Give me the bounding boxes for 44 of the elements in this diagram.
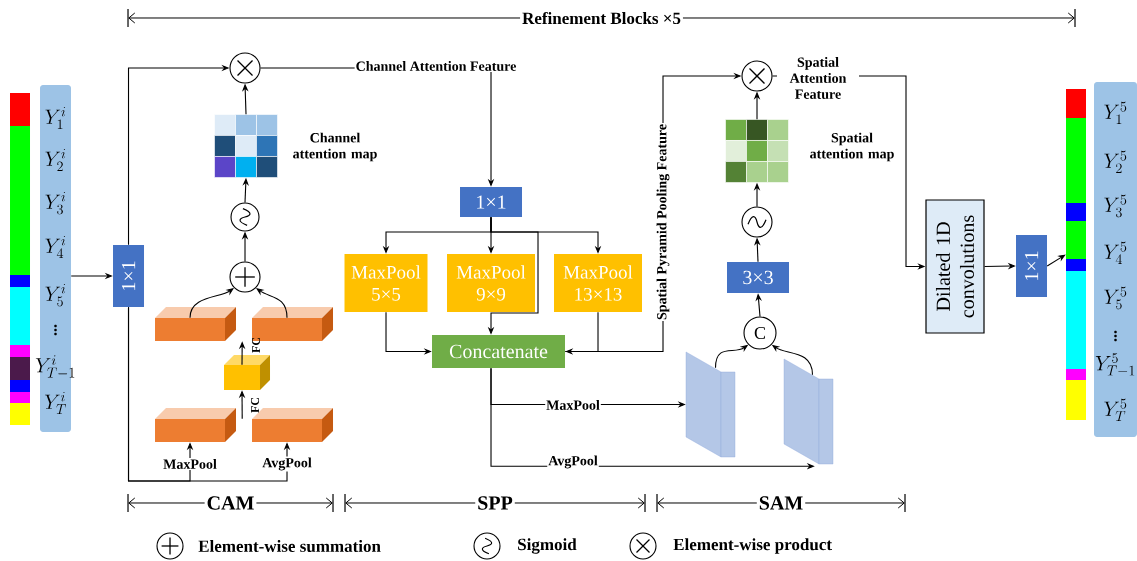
feature-slab	[685, 351, 736, 458]
edge-label: MaxPool	[162, 458, 218, 470]
edge-label: Spatial Attention Feature	[777, 56, 859, 100]
color-bar	[10, 93, 30, 425]
edge-label: MaxPool	[545, 399, 601, 411]
sigmoid-circle	[741, 206, 773, 238]
feature-column: $Y_{1}^{5}$ $Y_{2}^{5}$ $Y_{3}^{5}$ $Y_{4}^{5}$ $Y_{5}^{5}$ $\vdots$ $Y_{T-1}^{5}$ $Y_{T}^{5}$	[1094, 82, 1137, 437]
arrow	[1046, 254, 1066, 267]
process-box: 1×1	[113, 245, 144, 307]
process-box: MaxPool 5×5	[344, 254, 428, 312]
feature-block	[155, 307, 236, 341]
map-caption: Channel attention map	[293, 132, 377, 162]
feature-column: $Y_{1}^{i}$ $Y_{2}^{i}$ $Y_{3}^{i}$ $Y_{4}^{i}$ $Y_{5}^{i}$ $\vdots$ $Y_{T-1}^{i}$ $Y_{T}^{i}$	[35, 85, 75, 432]
process-box: Concatenate	[432, 335, 565, 368]
edge-label: Channel Attention Feature	[354, 60, 518, 72]
process-box: MaxPool 9×9	[447, 254, 535, 312]
product-circle	[229, 52, 261, 84]
summation-circle	[229, 261, 261, 293]
dimension-label: SAM	[756, 496, 806, 510]
edge-label: FC	[251, 337, 261, 353]
color-bar	[1066, 89, 1086, 420]
arrow	[256, 288, 288, 319]
legend-text: Element-wise summation	[198, 540, 381, 552]
process-box: MaxPool 13×13	[554, 254, 642, 312]
dimension-label: SPP	[475, 496, 515, 510]
feature-block	[224, 355, 270, 390]
process-box: 1×1	[1016, 235, 1047, 297]
process-box: 1×1	[460, 187, 522, 217]
edge-label: AvgPool	[547, 454, 599, 470]
feature-block	[155, 408, 236, 442]
process-box: 3×3	[727, 262, 789, 293]
feature-slab	[783, 358, 834, 465]
legend-text: Element-wise product	[673, 538, 832, 554]
arrow	[189, 288, 234, 319]
process-box: Dilated 1D convolutions	[925, 199, 985, 334]
edge-label: AvgPool	[261, 456, 313, 472]
sigmoid-circle	[230, 202, 260, 232]
product-circle	[741, 60, 773, 92]
legend-text: Sigmoid	[518, 538, 577, 554]
edge-label: Spatial Pyramid Pooling Feature	[655, 122, 671, 322]
dimension-label: CAM	[204, 496, 257, 510]
dimension-label: Refinement Blocks ×5	[520, 11, 683, 25]
edge-label: FC	[250, 397, 260, 413]
map-caption: Spatial attention map	[810, 132, 894, 162]
